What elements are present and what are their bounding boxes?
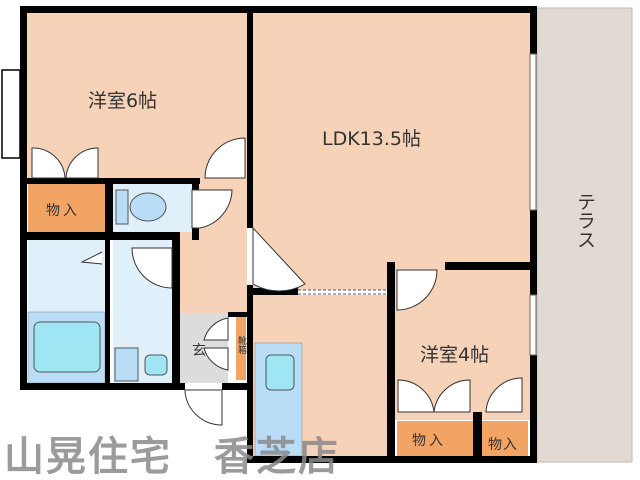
room-label-western-6: 洋室6帖 xyxy=(88,90,158,112)
window-western-4 xyxy=(529,294,537,356)
room-label-ldk: LDK13.5帖 xyxy=(322,128,421,150)
storage-2 xyxy=(397,421,473,456)
room-label-terrace: テラス xyxy=(574,192,596,249)
door-storage-3[interactable] xyxy=(485,377,523,413)
door-storage-2b[interactable] xyxy=(433,379,471,413)
door-storage-2a[interactable] xyxy=(397,379,435,413)
toilet-bowl xyxy=(129,192,167,222)
door-ldk[interactable] xyxy=(252,226,306,292)
shoe-box xyxy=(236,315,246,380)
washing-machine xyxy=(144,354,168,376)
door-storage-1a[interactable] xyxy=(31,147,66,179)
door-western-4[interactable] xyxy=(396,269,438,311)
shoe-box-label: 靴箱 xyxy=(236,336,246,354)
door-washroom[interactable] xyxy=(131,247,173,289)
door-toilet[interactable] xyxy=(191,189,233,229)
western-room-6 xyxy=(27,13,247,179)
ldk-room xyxy=(253,13,530,290)
watermark: 山晃住宅 香芝店 xyxy=(4,434,340,480)
door-storage-1b[interactable] xyxy=(65,147,99,179)
storage-1 xyxy=(28,183,105,232)
kitchen-sink xyxy=(265,354,295,391)
entrance-label: 玄 xyxy=(192,343,206,359)
storage-label-1: 物入 xyxy=(46,203,80,219)
storage-3 xyxy=(482,421,528,456)
storage-label-2: 物入 xyxy=(412,433,446,449)
window-left xyxy=(1,69,21,159)
terrace-area xyxy=(536,7,633,463)
door-western-6[interactable] xyxy=(204,137,246,179)
toilet-tank xyxy=(115,189,129,225)
door-shoe-box xyxy=(203,317,229,371)
room-label-western-4: 洋室4帖 xyxy=(420,344,490,366)
washbasin xyxy=(114,347,139,382)
bath-door[interactable] xyxy=(80,251,103,265)
bathtub-inner xyxy=(33,321,101,373)
storage-label-3: 物入 xyxy=(488,437,518,453)
door-entrance[interactable] xyxy=(184,389,223,426)
window-ldk xyxy=(529,53,537,211)
